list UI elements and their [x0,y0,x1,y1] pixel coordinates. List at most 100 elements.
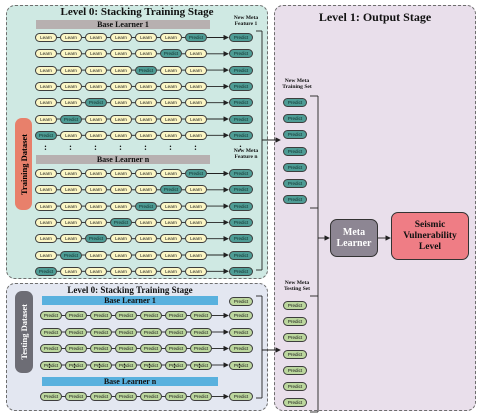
meta-training-predict: Predict [283,114,307,124]
test-meta-feature-output: Predict [229,311,253,320]
learn-fold: Learn [85,114,107,124]
learn-fold: Learn [135,266,157,276]
ellipsis-dots: : [69,142,72,152]
test-predict-fold: Predict [190,392,212,401]
learn-fold: Learn [110,98,132,108]
meta-feature-output: Predict [229,250,253,260]
test-predict-fold: Predict [140,311,162,320]
learn-fold: Learn [185,266,207,276]
learn-fold: Learn [60,234,82,244]
test-predict-fold: Predict [90,344,112,353]
meta-feature-output: Predict [229,81,253,91]
learn-fold: Learn [60,81,82,91]
learn-fold: Learn [185,130,207,140]
test-meta-feature-output: Predict [229,297,253,306]
meta-feature-output: Predict [229,217,253,227]
learn-fold: Learn [160,33,182,42]
learn-fold: Learn [160,65,182,75]
learn-fold: Learn [35,65,57,75]
predict-fold: Predict [135,65,157,75]
predict-fold: Predict [35,266,57,276]
predict-fold: Predict [185,169,207,178]
new-meta-feature-n-label: New Meta Feature n [233,148,259,160]
learn-fold: Learn [60,65,82,75]
test-predict-fold: Predict [190,327,212,337]
learn-fold: Learn [185,250,207,260]
learn-fold: Learn [185,217,207,227]
meta-feature-output: Predict [229,114,253,124]
learn-fold: Learn [35,114,57,124]
learn-fold: Learn [85,65,107,75]
predict-fold: Predict [85,234,107,244]
output-stage-title: Level 1: Output Stage [318,10,432,24]
learn-fold: Learn [160,81,182,91]
learn-fold: Learn [110,169,132,178]
training-dataset-label: Training Dataset [15,118,32,210]
learn-fold: Learn [185,201,207,211]
learn-fold: Learn [160,266,182,276]
new-meta-testing-set-label: New Meta Testing Set [283,280,311,292]
test-predict-fold: Predict [115,360,137,370]
ellipsis-dots: : [94,142,97,152]
learn-fold: Learn [110,234,132,244]
ellipsis-dots: : [169,142,172,152]
ellipsis-dots: : [198,360,201,370]
ellipsis-dots: : [144,142,147,152]
test-predict-fold: Predict [65,311,87,320]
testing-dataset-label: Testing Dataset [15,291,33,373]
meta-training-predict: Predict [283,130,307,140]
test-predict-fold: Predict [65,344,87,353]
meta-feature-output: Predict [229,130,253,140]
learn-fold: Learn [160,234,182,244]
learn-fold: Learn [35,250,57,260]
learn-fold: Learn [135,98,157,108]
base-learner-n-bar: Base Learner n [36,155,210,164]
meta-feature-output: Predict [229,33,253,42]
meta-training-predict: Predict [283,179,307,188]
meta-feature-output: Predict [229,185,253,195]
learn-fold: Learn [135,250,157,260]
training-stage-title: Level 0: Stacking Training Stage [60,6,214,18]
test-meta-feature-output: Predict [229,360,253,370]
learn-fold: Learn [85,81,107,91]
learn-fold: Learn [60,217,82,227]
test-meta-feature-output: Predict [229,392,253,401]
learn-fold: Learn [135,49,157,59]
seismic-vulnerability-level-box: Seismic Vulnerability Level [391,212,469,260]
test-base-learner-1-bar: Base Learner 1 [42,296,218,305]
test-predict-fold: Predict [40,311,62,320]
meta-testing-predict: Predict [283,349,307,359]
learn-fold: Learn [135,217,157,227]
test-predict-fold: Predict [65,327,87,337]
learn-fold: Learn [85,217,107,227]
test-predict-fold: Predict [65,392,87,401]
test-predict-fold: Predict [140,327,162,337]
meta-testing-predict: Predict [283,333,307,343]
meta-learner-box: Meta Learner [330,219,378,257]
test-predict-fold: Predict [90,392,112,401]
test-predict-fold: Predict [140,392,162,401]
learn-fold: Learn [185,114,207,124]
learn-fold: Learn [135,234,157,244]
learn-fold: Learn [85,185,107,195]
ellipsis-dots: : [44,142,47,152]
learn-fold: Learn [135,114,157,124]
learn-fold: Learn [185,65,207,75]
learn-fold: Learn [135,185,157,195]
learn-fold: Learn [85,201,107,211]
ellipsis-dots: : [148,360,151,370]
test-predict-fold: Predict [190,311,212,320]
ellipsis-dots: : [239,142,242,152]
learn-fold: Learn [185,81,207,91]
learn-fold: Learn [160,250,182,260]
meta-feature-output: Predict [229,98,253,108]
ellipsis-dots: : [73,360,76,370]
meta-feature-output: Predict [229,266,253,276]
ellipsis-dots: : [119,142,122,152]
learn-fold: Learn [85,49,107,59]
learn-fold: Learn [160,169,182,178]
learn-fold: Learn [85,130,107,140]
learn-fold: Learn [110,33,132,42]
learn-fold: Learn [135,33,157,42]
learn-fold: Learn [35,49,57,59]
